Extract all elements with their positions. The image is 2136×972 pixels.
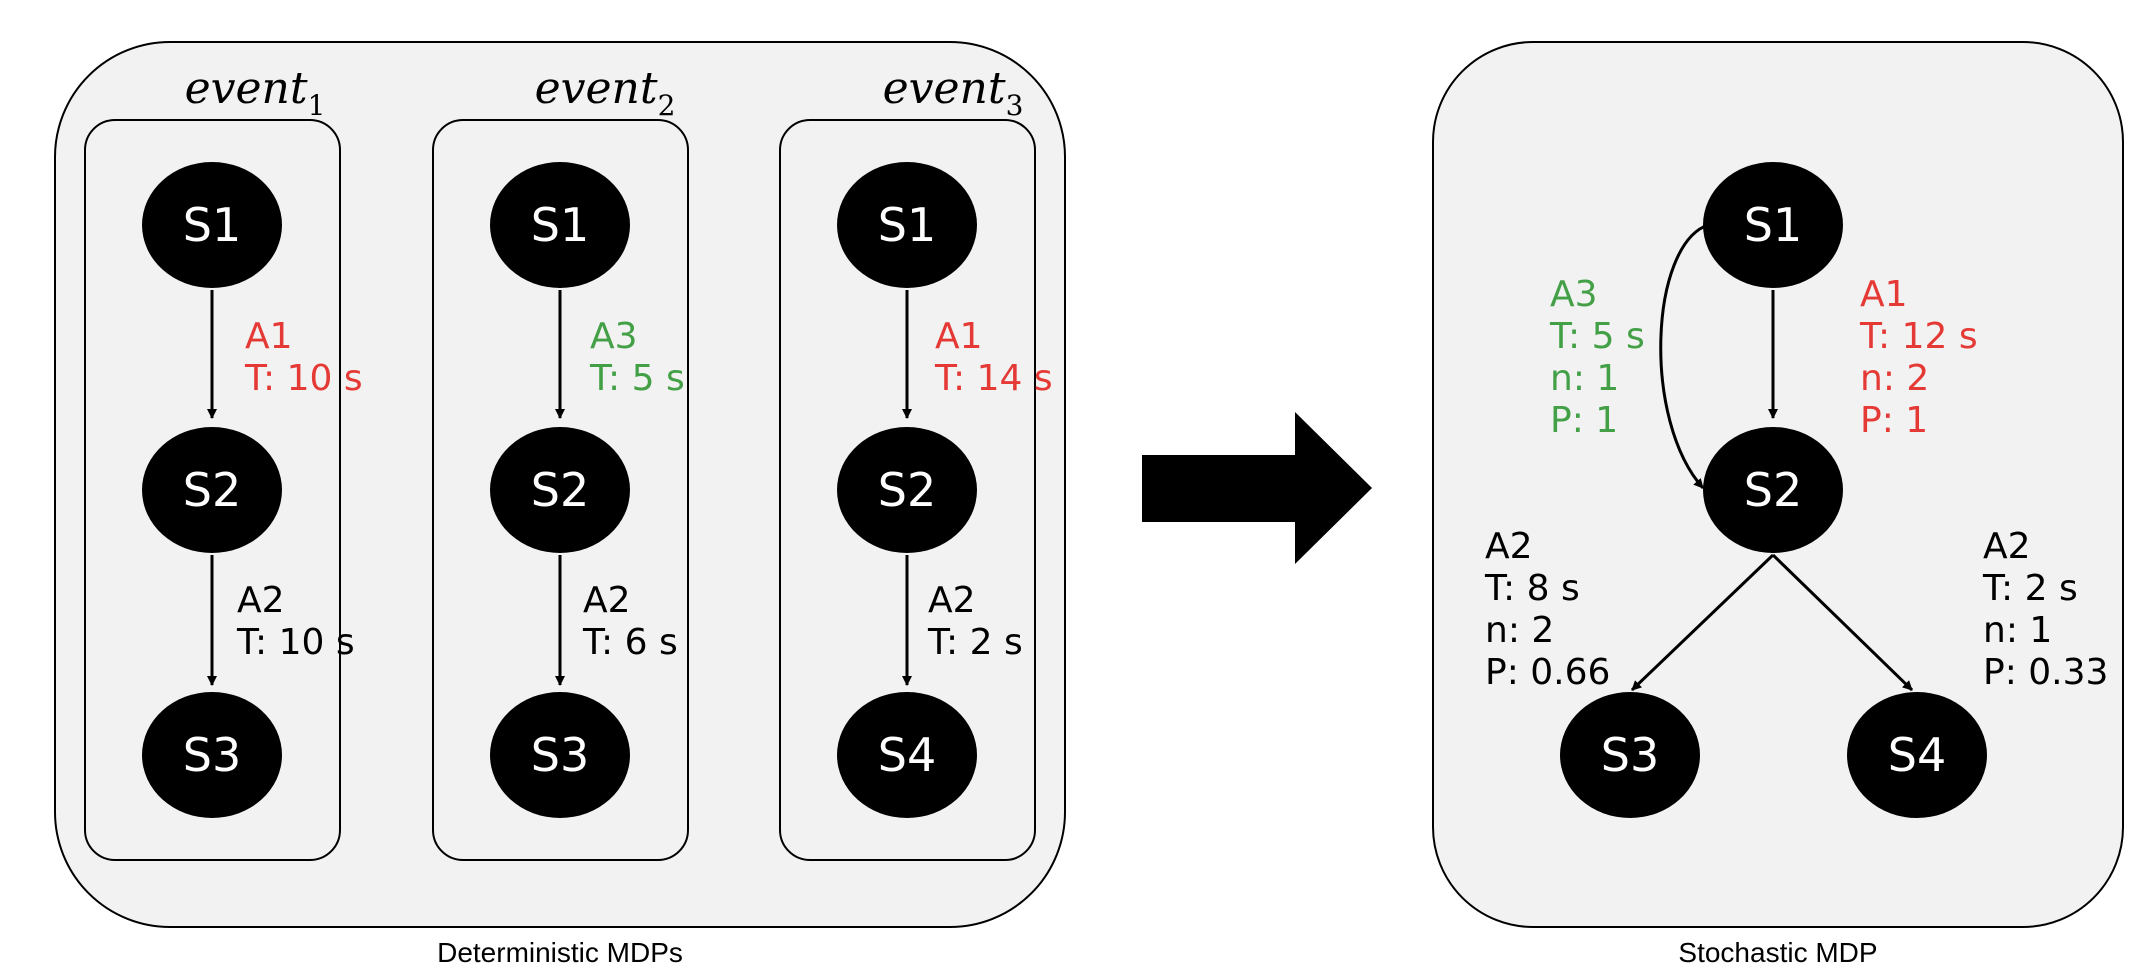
node-s4-label: S4 bbox=[1888, 728, 1946, 782]
node-s1-label: S1 bbox=[183, 198, 241, 252]
node-s1-label: S1 bbox=[878, 198, 936, 252]
event-1-group: event1 S1 S2 S3 A1 T: 10 s A2 T: 10 s bbox=[84, 63, 363, 861]
transform-arrow-icon bbox=[1142, 412, 1372, 564]
node-s3 bbox=[1560, 692, 1700, 818]
node-s1 bbox=[837, 162, 977, 288]
stochastic-edge-a3-probability: P: 1 bbox=[1550, 400, 1618, 441]
stochastic-edge-a2-s3-time: T: 8 s bbox=[1484, 568, 1580, 609]
node-s4 bbox=[1847, 692, 1987, 818]
deterministic-panel: event1 S1 S2 S3 A1 T: 10 s A2 T: 10 s ev… bbox=[54, 41, 1066, 968]
stochastic-caption: Stochastic MDP bbox=[1678, 937, 1877, 968]
deterministic-caption: Deterministic MDPs bbox=[437, 937, 683, 968]
stochastic-edge-a3-count: n: 1 bbox=[1550, 358, 1619, 399]
node-s4-label: S4 bbox=[878, 728, 936, 782]
node-s3-label: S3 bbox=[183, 728, 241, 782]
node-s2-label: S2 bbox=[1744, 463, 1802, 517]
stochastic-panel: S1 S2 S3 S4 A3 T: 5 s n: 1 P: 1 A1 T: 12… bbox=[1432, 41, 2124, 968]
stochastic-edge-a1-count: n: 2 bbox=[1860, 358, 1929, 399]
stochastic-edge-a2-s4-count: n: 1 bbox=[1983, 610, 2052, 651]
node-s1 bbox=[490, 162, 630, 288]
event-3-title: event3 bbox=[883, 63, 1024, 122]
event-2-edge-a2-time: T: 6 s bbox=[582, 622, 678, 663]
node-s3-label: S3 bbox=[1601, 728, 1659, 782]
node-s1-label: S1 bbox=[531, 198, 589, 252]
node-s1 bbox=[1703, 162, 1843, 288]
stochastic-edge-a1-probability: P: 1 bbox=[1860, 400, 1928, 441]
event-3-edge-a1-action: A1 bbox=[935, 316, 983, 357]
stochastic-edge-a2-s3-probability: P: 0.66 bbox=[1485, 652, 1610, 693]
node-s2 bbox=[490, 427, 630, 553]
node-s2 bbox=[142, 427, 282, 553]
event-1-title: event1 bbox=[185, 63, 326, 122]
node-s1 bbox=[142, 162, 282, 288]
event-1-edge-a2-time: T: 10 s bbox=[236, 622, 355, 663]
event-1-edge-a1-action: A1 bbox=[245, 316, 293, 357]
event-2-edge-a3-time: T: 5 s bbox=[589, 358, 685, 399]
event-3-edge-a2-action: A2 bbox=[928, 580, 976, 621]
event-2-edge-a2-action: A2 bbox=[583, 580, 631, 621]
stochastic-edge-a2-to-s3 bbox=[1630, 553, 1775, 692]
stochastic-edge-a2-s3-count: n: 2 bbox=[1485, 610, 1554, 651]
event-2-title: event2 bbox=[535, 63, 676, 122]
node-s2-label: S2 bbox=[183, 463, 241, 517]
node-s2 bbox=[837, 427, 977, 553]
stochastic-edge-a2-s4-time: T: 2 s bbox=[1982, 568, 2078, 609]
event-3-edge-a1-time: T: 14 s bbox=[934, 358, 1053, 399]
stochastic-edge-a1-time: T: 12 s bbox=[1859, 316, 1978, 357]
event-2-edge-a3-action: A3 bbox=[590, 316, 638, 357]
node-s3 bbox=[142, 692, 282, 818]
event-1-edge-a1-time: T: 10 s bbox=[244, 358, 363, 399]
stochastic-edge-a2-s4-probability: P: 0.33 bbox=[1983, 652, 2108, 693]
node-s1-label: S1 bbox=[1744, 198, 1802, 252]
stochastic-edge-a2-to-s4 bbox=[1771, 553, 1914, 692]
event-2-group: event2 S1 S2 S3 A3 T: 5 s A2 T: 6 s bbox=[432, 63, 689, 861]
stochastic-edge-a3-time: T: 5 s bbox=[1549, 316, 1645, 357]
node-s2-label: S2 bbox=[531, 463, 589, 517]
node-s2-label: S2 bbox=[878, 463, 936, 517]
event-1-edge-a2-action: A2 bbox=[237, 580, 285, 621]
event-3-group: event3 S1 S2 S4 A1 T: 14 s A2 T: 2 s bbox=[779, 63, 1053, 861]
node-s2 bbox=[1703, 427, 1843, 553]
node-s3-label: S3 bbox=[531, 728, 589, 782]
stochastic-edge-a2-s4-action: A2 bbox=[1983, 526, 2031, 567]
stochastic-edge-a2-s3-action: A2 bbox=[1485, 526, 1533, 567]
event-3-edge-a2-time: T: 2 s bbox=[927, 622, 1023, 663]
stochastic-edge-a1-action: A1 bbox=[1860, 274, 1908, 315]
node-s3 bbox=[490, 692, 630, 818]
node-s4 bbox=[837, 692, 977, 818]
stochastic-edge-a3 bbox=[1659, 223, 1709, 490]
stochastic-edge-a3-action: A3 bbox=[1550, 274, 1598, 315]
